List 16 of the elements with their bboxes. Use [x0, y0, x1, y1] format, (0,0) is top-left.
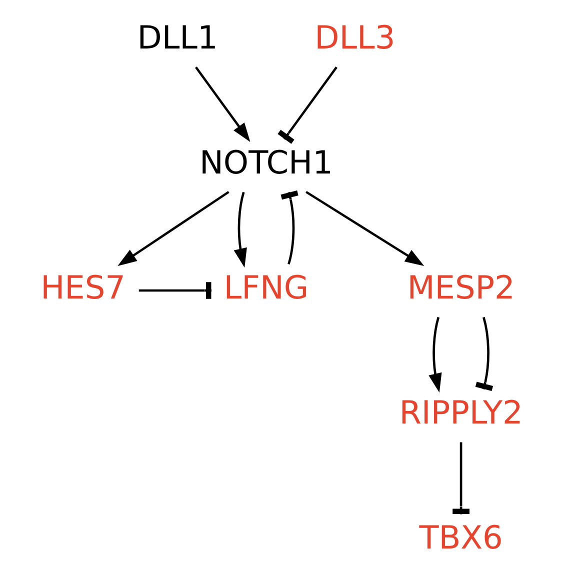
arrow [117, 190, 229, 266]
node-text: LFNG [223, 268, 308, 307]
node-text: RIPPLY2 [398, 394, 522, 432]
arrow [233, 192, 246, 268]
node-text: MESP2 [406, 268, 514, 307]
node-text: DLL1 [136, 18, 218, 57]
node-text: NOTCH1 [199, 144, 332, 182]
arrow [305, 190, 424, 266]
connector [280, 190, 298, 264]
connector [277, 66, 337, 144]
node-text: TBX6 [418, 518, 502, 557]
connector [474, 316, 493, 392]
node-text: HES7 [40, 268, 125, 307]
node-text: DLL3 [314, 18, 395, 57]
arrow [194, 66, 250, 142]
arrow [428, 316, 442, 393]
